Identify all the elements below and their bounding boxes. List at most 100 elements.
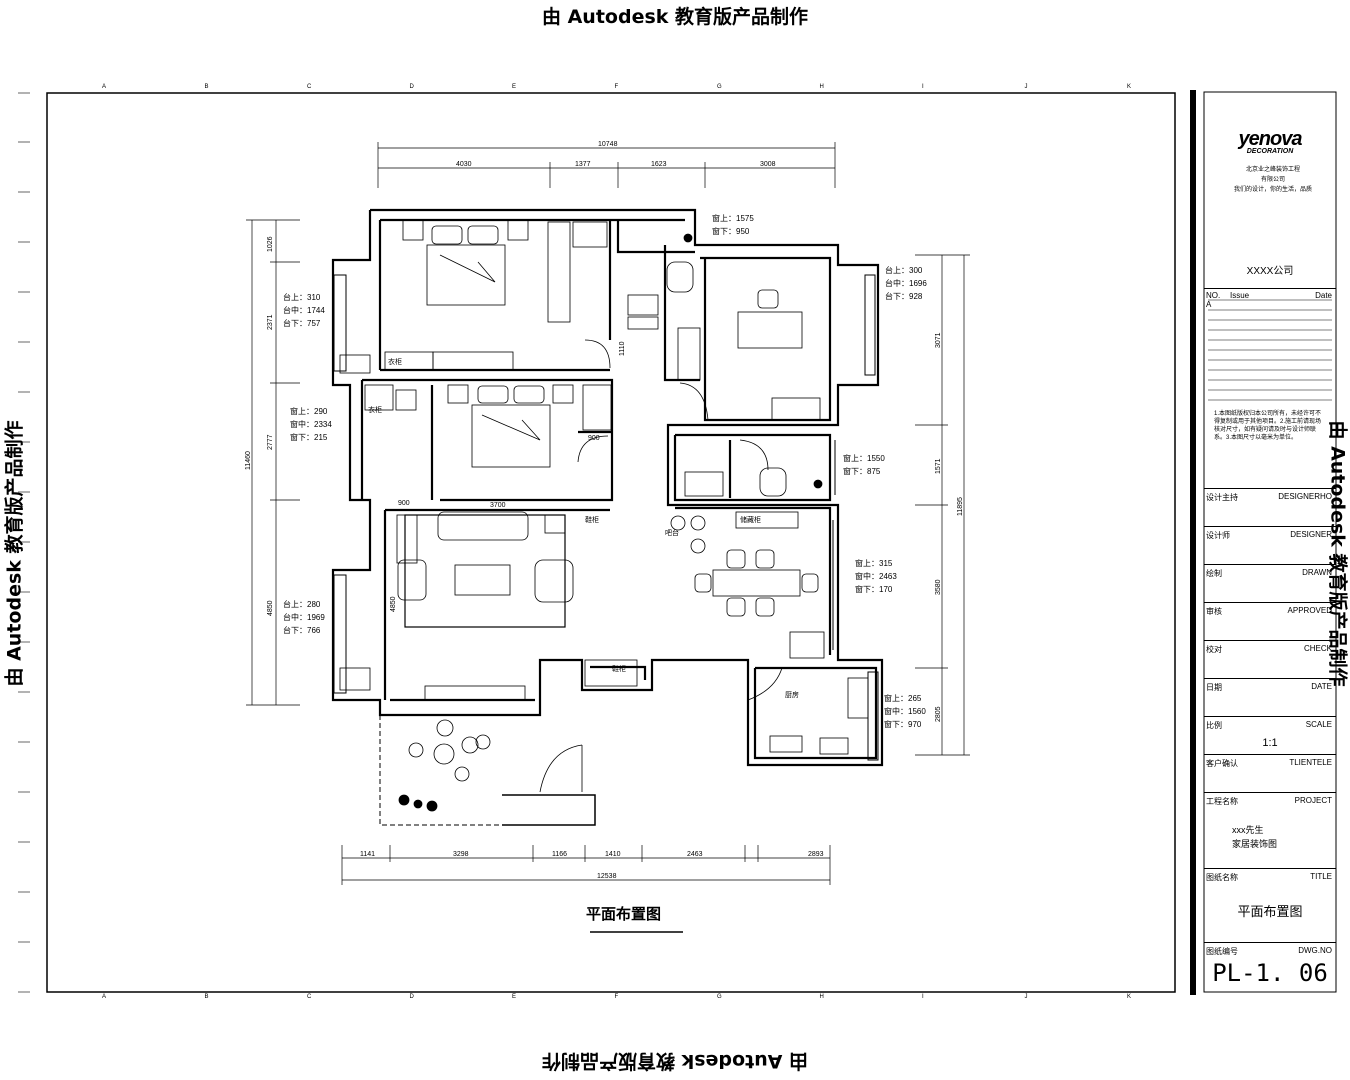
- dim-right-4: 2805: [935, 706, 942, 722]
- dim-bottom-6: 2893: [808, 851, 824, 858]
- dim-top-3: 1623: [651, 161, 667, 168]
- grid-col-label: I: [922, 994, 924, 1000]
- grid-col-label: H: [820, 84, 824, 90]
- drawing-number: PL-1. 06: [1212, 959, 1328, 987]
- room-label-wardrobe: 衣柜: [388, 359, 402, 366]
- title-block: yenova DECORATION 北京业之峰装饰工程 有限公司 我们的设计，你…: [1204, 92, 1336, 992]
- company-line-1: 北京业之峰装饰工程: [1245, 167, 1300, 173]
- bed-master: [384, 219, 608, 371]
- dining-table: [584, 511, 825, 687]
- grid-col-label: G: [717, 994, 722, 1000]
- dim-top-total: 10748: [598, 141, 618, 148]
- dim-left-4: 4850: [267, 600, 274, 616]
- entry-step: [502, 794, 596, 826]
- dim-left-total: 11460: [245, 451, 252, 470]
- dim-bottom-2: 3298: [453, 851, 469, 858]
- doors: [577, 339, 783, 701]
- brand-logo: yenova: [1238, 128, 1303, 150]
- grid-col-label: E: [512, 994, 516, 1000]
- dim-left-3: 2777: [267, 434, 274, 450]
- dim-bottom-4: 1410: [605, 851, 621, 858]
- living-room: [396, 511, 574, 701]
- grid-col-label: J: [1025, 994, 1028, 1000]
- dimension-texts: 10748 4030 1377 1623 3008 12538 1141 329…: [245, 141, 964, 880]
- balcony-outline: [379, 715, 502, 826]
- dim-top-2: 1377: [575, 161, 591, 168]
- grid-col-label: D: [410, 84, 415, 90]
- grid-col-label: A: [102, 994, 106, 1000]
- room-label-storage: 储藏柜: [740, 517, 761, 524]
- dim-inner-2: 3700: [490, 502, 506, 509]
- dim-right-2: 1571: [935, 458, 942, 474]
- study: [677, 289, 821, 421]
- kitchen-fixtures: [339, 354, 869, 755]
- room-label-kitchen: 厨房: [785, 692, 799, 699]
- brand-logo-sub: DECORATION: [1246, 148, 1294, 155]
- room-label-shoe-cabinet-1: 鞋柜: [585, 517, 599, 524]
- grid-col-label: K: [1127, 84, 1131, 90]
- watermark-top: 由 Autodesk 教育版产品制作: [541, 6, 809, 28]
- grid-col-label: A: [102, 84, 106, 90]
- grid-col-label: C: [307, 84, 312, 90]
- dim-inner-3: 900: [398, 500, 410, 507]
- grid-col-label: D: [410, 994, 415, 1000]
- dim-inner-1: 1110: [619, 341, 626, 356]
- titleblock-frame: [1203, 91, 1337, 993]
- plan-title: 平面布置图: [586, 906, 662, 923]
- dim-top-1: 4030: [456, 161, 472, 168]
- dim-left-1: 1026: [267, 236, 274, 252]
- grid-col-label: F: [615, 994, 619, 1000]
- revision-lines: [1208, 299, 1332, 401]
- dim-top-4: 3008: [760, 161, 776, 168]
- bathrooms: [627, 233, 823, 497]
- room-label-shoe-cabinet-2: 鞋柜: [612, 666, 626, 673]
- dim-right-total: 11895: [957, 497, 964, 516]
- dim-right-3: 3580: [935, 579, 942, 595]
- grid-ticks: [18, 92, 30, 993]
- client-company: XXXX公司: [1246, 266, 1294, 277]
- dimension-lines: [246, 142, 970, 885]
- dim-bottom-1: 1141: [360, 851, 375, 858]
- grid-col-label: B: [205, 994, 209, 1000]
- grid-col-label: B: [205, 84, 209, 90]
- dim-right-1: 3071: [935, 332, 942, 348]
- grid-col-label: J: [1025, 84, 1028, 90]
- dim-inner-4: 900: [588, 435, 600, 442]
- bay-windows: [333, 274, 879, 761]
- balcony-plants: [398, 719, 491, 812]
- room-label-bar: 吧台: [665, 530, 679, 537]
- walls: [331, 208, 884, 767]
- entry-door-swing: [539, 744, 583, 793]
- grid-col-label: H: [820, 994, 824, 1000]
- drawing-frame: [46, 92, 1176, 993]
- dim-bottom-5: 2463: [687, 851, 703, 858]
- dim-bottom-3: 1166: [552, 851, 567, 858]
- grid-col-label: I: [922, 84, 924, 90]
- dim-left-2: 2371: [267, 314, 274, 330]
- grid-col-label: C: [307, 994, 312, 1000]
- dim-bottom-total: 12538: [597, 873, 617, 880]
- grid-col-label: G: [717, 84, 722, 90]
- company-line-2: 有限公司: [1260, 177, 1285, 183]
- room-label-wardrobe-2: 衣柜: [368, 407, 382, 414]
- grid-col-label: E: [512, 84, 516, 90]
